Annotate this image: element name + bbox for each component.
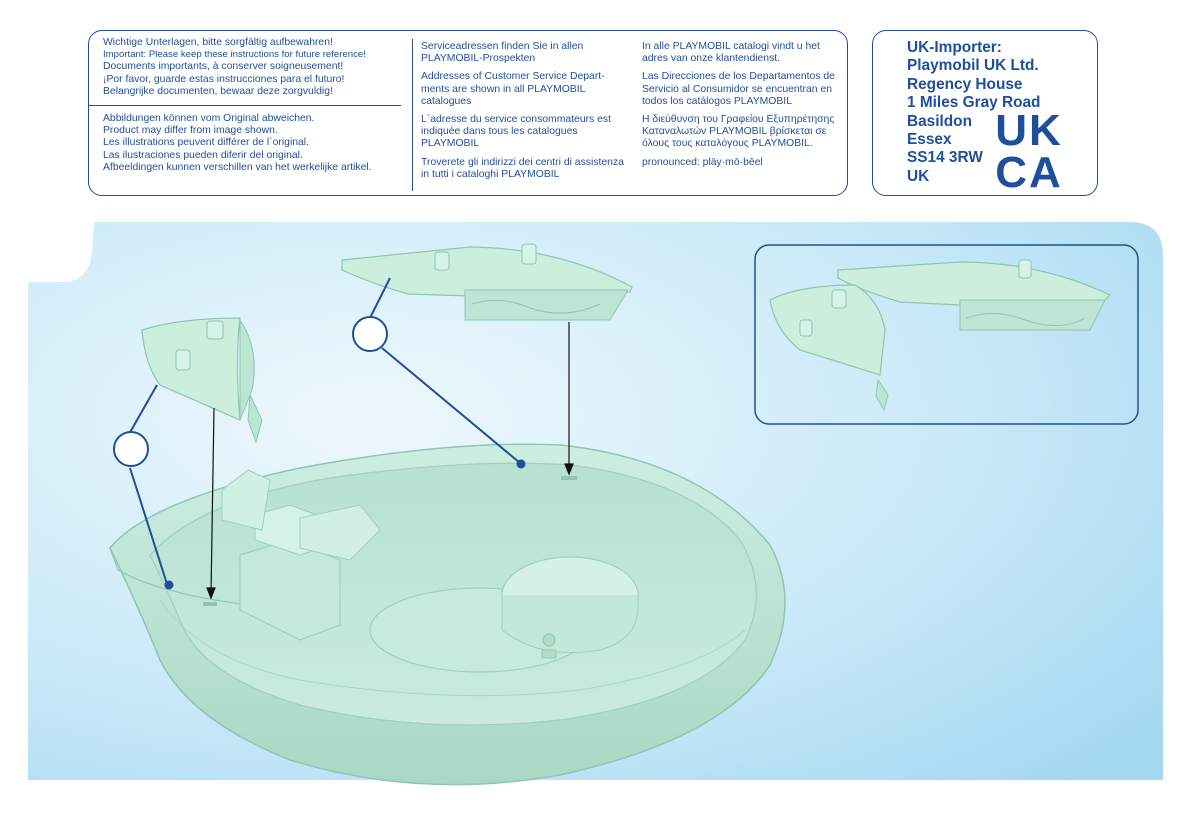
warning-es: ¡Por favor, guarde estas instrucciones p… [103,73,345,85]
callout-dot [516,459,526,469]
callout-dot [164,580,174,590]
uk-importer-box: UK-Importer: Playmobil UK Ltd. Regency H… [872,30,1098,196]
warning-en: Important: Please keep these instruction… [103,49,366,61]
detail-assembled-pieces [769,259,1112,412]
rim-piece-small [141,317,263,444]
service-it: Troverete gli indirizzi dei centri di as… [421,156,624,180]
service-es: Las Direcciones de los Departamentos de … [642,71,835,107]
service-fr: L`adresse du service consommateurs est i… [421,114,611,150]
service-en: Addresses of Customer Service Depart-men… [421,71,605,107]
disclaimer-fr: Les illustrations peuvent différer de l`… [103,137,310,149]
vertical-divider [412,39,413,191]
disclaimer-es: Las ilustraciones pueden diferir del ori… [103,149,303,161]
importer-line: UK [907,167,930,185]
pronunciation: pronounced: pläy·mō·bēel [642,156,763,168]
service-nl: In alle PLAYMOBIL catalogi vindt u het a… [642,41,820,65]
ukca-bottom: CA [995,148,1063,191]
importer-line: Essex [907,131,952,149]
importer-line: UK-Importer: [907,39,1002,56]
importer-line: SS14 3RW [907,149,983,167]
info-box: Wichtige Unterlagen, bitte sorgfältig au… [88,30,848,196]
info-col-warnings: Wichtige Unterlagen, bitte sorgfältig au… [89,37,403,174]
disclaimer-de: Abbildungen können vom Original abweiche… [103,113,315,125]
importer-line: 1 Miles Gray Road [907,94,1041,112]
importer-line: Basildon [907,112,972,130]
disclaimer-nl: Afbeeldingen kunnen verschillen van het … [103,161,372,173]
separator [89,105,401,107]
warning-nl: Belangrijke documenten, bewaar deze zorg… [103,85,333,97]
detail-inset-box [754,244,1139,425]
warning-de: Wichtige Unterlagen, bitte sorgfältig au… [103,37,333,48]
info-col-service: Serviceadressen finden Sie in allen PLAY… [421,41,629,187]
pool-tub [109,443,786,786]
callout-circle [113,431,149,467]
warning-fr: Documents importants, à conserver soigne… [103,61,344,73]
ukca-mark-icon: UK CA [995,109,1063,191]
ukca-top: UK [995,109,1063,155]
disclaimer-en: Product may differ from image shown. [103,125,278,137]
callout-circle [352,316,388,352]
rim-piece-large [341,243,633,321]
assembly-arrows [206,322,574,600]
importer-line: Regency House [907,75,1023,93]
info-col-service-2: In alle PLAYMOBIL catalogi vindt u het a… [642,41,847,175]
importer-address: UK-Importer: Playmobil UK Ltd. Regency H… [907,39,1040,186]
service-gr: Η διεύθυνση του Γραφείου Εξυπηρέτησης Κα… [642,114,835,150]
importer-line: Playmobil UK Ltd. [907,57,1039,75]
service-de: Serviceadressen finden Sie in allen PLAY… [421,41,584,65]
